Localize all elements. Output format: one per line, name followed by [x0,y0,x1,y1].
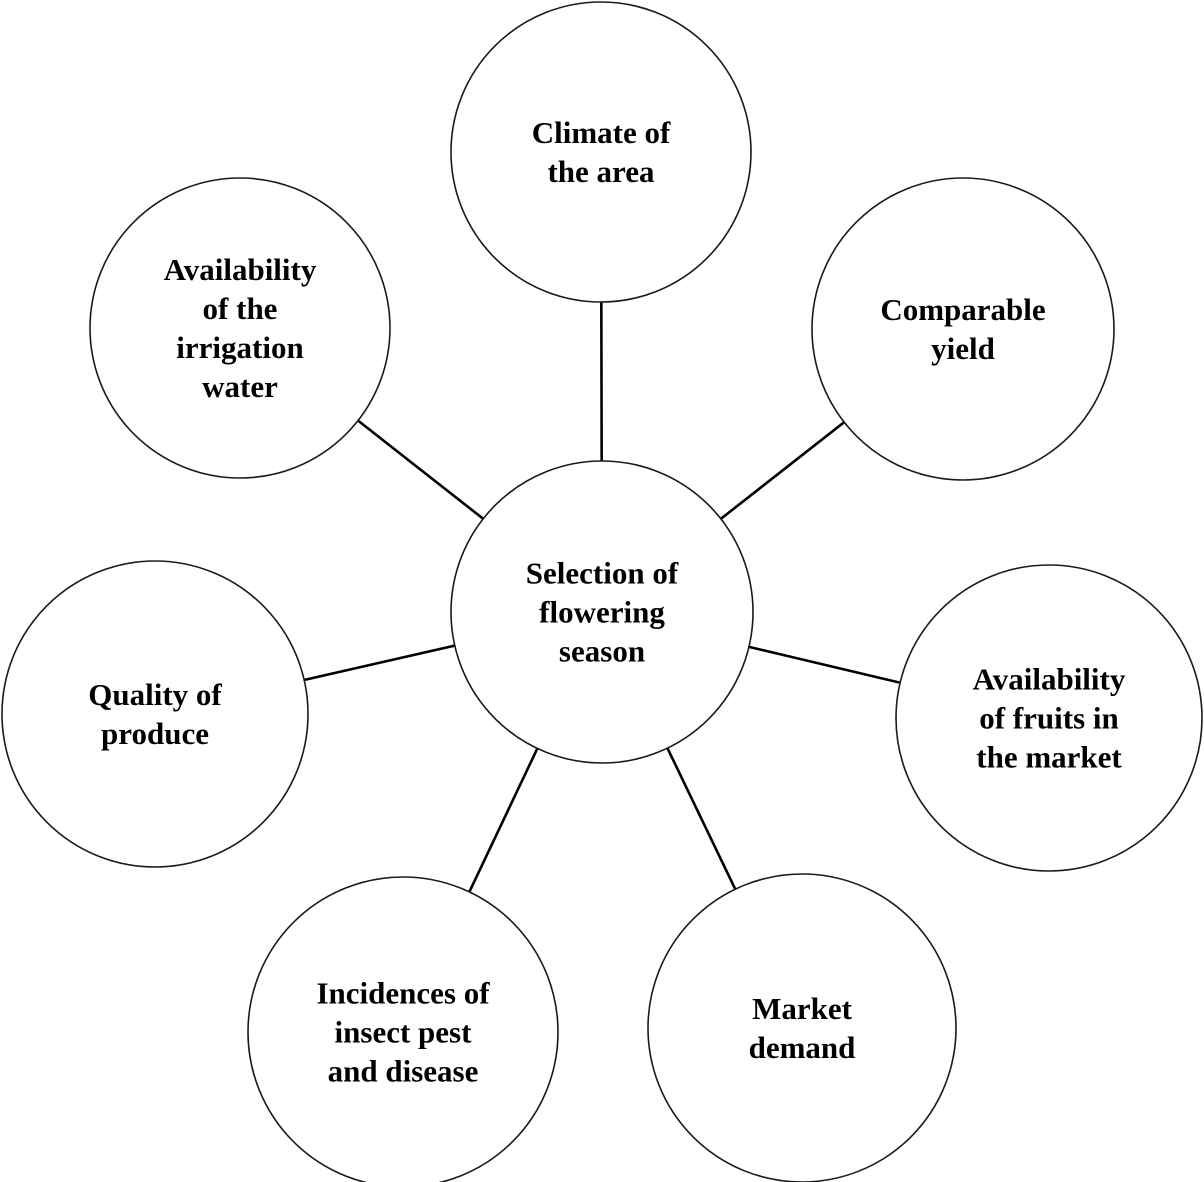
node-circle-center [450,460,754,764]
node-label-fruits: Availability of fruits in the market [973,660,1126,777]
node-label-line: of fruits in [979,700,1119,736]
node-circle-irrigation [89,177,391,479]
node-label-market: Market demand [749,989,856,1067]
node-label-line: flowering [539,594,665,630]
node-circle-insect [247,876,559,1182]
node-label-line: the market [976,739,1122,775]
node-label-yield: Comparable yield [880,290,1045,368]
node-label-line: season [558,633,646,669]
node-label-line: irrigation [176,330,304,365]
node-label-line: of the [202,291,278,326]
node-label-climate: Climate of the area [532,113,671,191]
node-label-insect: Incidences of insect pest and disease [316,974,489,1091]
node-label-line: Quality of [88,677,222,712]
node-circle-climate [450,1,752,303]
node-label-line: Selection of [525,555,679,591]
node-circle-quality [1,560,309,868]
node-label-line: the area [547,154,655,189]
node-circle-market [647,873,957,1182]
node-label-line: produce [101,716,209,751]
node-label-line: Market [752,991,852,1026]
node-label-line: demand [748,1030,856,1065]
node-label-irrigation: Availability of the irrigation water [164,250,317,406]
node-label-line: yield [931,331,995,366]
node-label-line: Incidences of [316,975,490,1011]
node-label-line: insect pest [334,1014,472,1050]
node-label-line: Climate of [531,115,671,150]
node-label-line: Availability [972,661,1126,697]
node-label-line: water [202,369,278,404]
node-label-quality: Quality of produce [88,675,221,753]
node-circle-fruits [895,564,1203,872]
node-label-line: and disease [327,1053,479,1089]
node-label-line: Availability [163,252,317,287]
node-label-line: Comparable [880,292,1046,327]
node-label-center: Selection of flowering season [526,554,678,671]
node-circle-yield [811,177,1115,481]
